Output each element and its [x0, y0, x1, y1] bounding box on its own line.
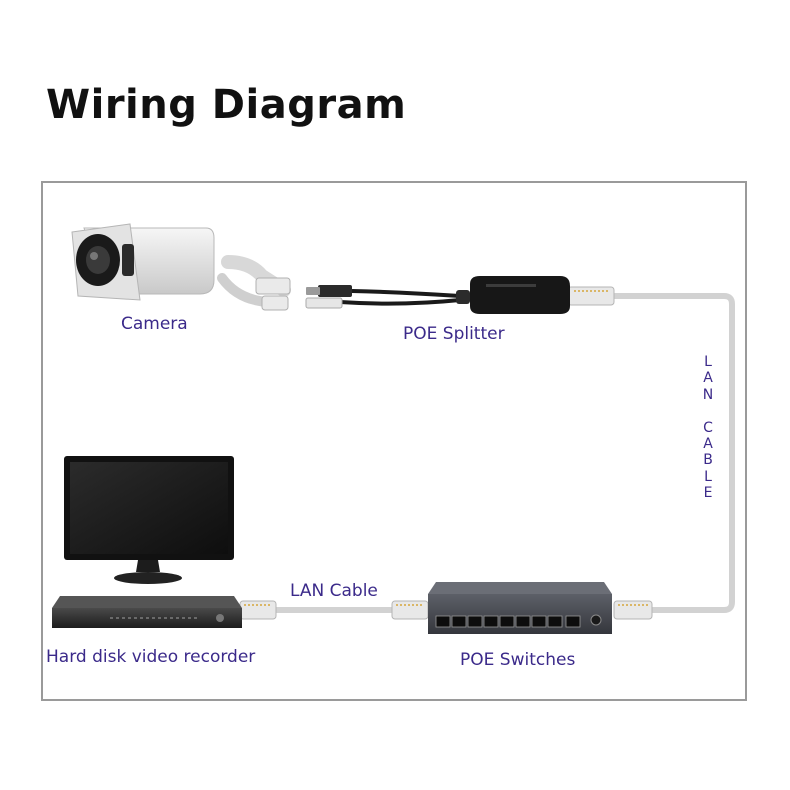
camera-label: Camera: [121, 314, 188, 334]
lan-cable-vertical-char: C: [703, 419, 713, 436]
lan-cable-label: LAN Cable: [290, 581, 378, 601]
monitor-icon: [64, 456, 234, 584]
camera-icon: [71, 223, 291, 311]
lan-cable-vertical-char: E: [703, 485, 713, 502]
poe-switches-label: POE Switches: [460, 650, 576, 670]
rj45-connector-icon: [567, 286, 615, 306]
diagram-title: Wiring Diagram: [46, 82, 407, 128]
poe-splitter-label: POE Splitter: [403, 324, 505, 344]
lan-cable-vertical-char: A: [703, 370, 713, 387]
nvr-recorder-icon: [52, 596, 242, 628]
lan-cable-vertical-char: L: [704, 468, 712, 485]
poe-splitter-icon: [305, 276, 570, 314]
poe-switch-icon: [428, 582, 612, 634]
lan-cable-vertical-char: B: [703, 452, 713, 469]
hdd-recorder-label: Hard disk video recorder: [46, 647, 256, 667]
diagram-frame: [41, 181, 747, 701]
rj45-connector-icon: [391, 600, 429, 620]
lan-cable-vertical-char: A: [703, 435, 713, 452]
lan-cable-vertical-char: L: [704, 354, 712, 370]
lan-cable-vertical-char: [706, 403, 710, 419]
rj45-connector-icon: [239, 600, 277, 620]
lan-cable-vertical-char: N: [702, 386, 714, 403]
rj45-connector-icon: [613, 600, 653, 620]
lan-cable-right: [612, 293, 735, 613]
